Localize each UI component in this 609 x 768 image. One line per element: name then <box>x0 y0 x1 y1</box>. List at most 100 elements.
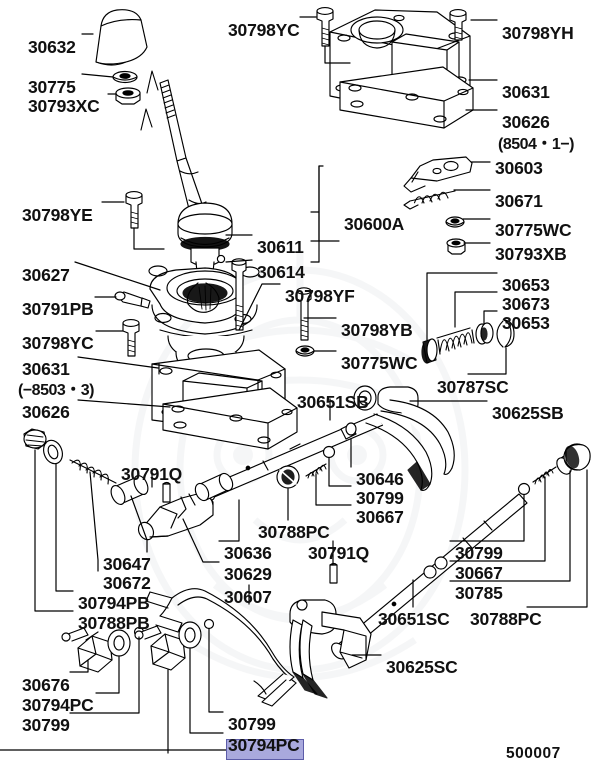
part-label-30667[interactable]: 30667 <box>356 507 404 527</box>
part-label-30799[interactable]: 30799 <box>455 543 503 563</box>
part-30611-retainer <box>177 202 233 252</box>
part-30794PB-washer <box>43 439 63 465</box>
part-30646-pin <box>340 422 357 440</box>
part-label-30626[interactable]: 30626 <box>22 402 70 422</box>
part-30626-gasket-upper <box>339 66 474 129</box>
part-label-30632[interactable]: 30632 <box>28 37 76 57</box>
part-label-85033[interactable]: (−8503・3) <box>18 382 95 399</box>
part-30775-washer <box>112 70 138 84</box>
part-30798YH-bolt <box>449 9 467 41</box>
part-label-30799[interactable]: 30799 <box>22 715 70 735</box>
part-30799-ball-b <box>517 482 531 496</box>
part-30625SC-fork <box>289 599 372 699</box>
part-label-30791PB[interactable]: 30791PB <box>22 299 94 319</box>
part-label-30603[interactable]: 30603 <box>495 158 543 178</box>
part-30671-spring <box>403 190 456 210</box>
part-label-30646[interactable]: 30646 <box>356 469 404 489</box>
part-label-30787SC[interactable]: 30787SC <box>437 377 509 397</box>
part-30794PC-washer-right <box>178 621 202 649</box>
part-label-30798YF[interactable]: 30798YF <box>285 286 355 306</box>
part-30607-control-rod <box>145 588 297 707</box>
part-label-30794PC[interactable]: 30794PC <box>22 695 94 715</box>
leader-lines <box>0 16 588 754</box>
part-label-30794PB[interactable]: 30794PB <box>78 593 150 613</box>
part-30673-spring <box>436 327 475 355</box>
part-label-85041[interactable]: (8504・1−) <box>498 136 575 153</box>
part-label-30775[interactable]: 30775 <box>28 77 76 97</box>
part-label-30794PC[interactable]: 30794PC <box>228 735 300 755</box>
part-30636-sleeve <box>194 472 234 502</box>
part-30791Q-pin-right <box>329 562 338 584</box>
part-label-30785[interactable]: 30785 <box>455 583 503 603</box>
part-label-30673[interactable]: 30673 <box>502 294 550 314</box>
part-label-30625SC[interactable]: 30625SC <box>386 657 458 677</box>
part-30791PB-pin <box>114 291 151 309</box>
part-30798YC-bolt-top <box>316 7 334 47</box>
part-30775WC-washer-upper <box>445 216 465 228</box>
part-30647-sleeve <box>110 475 149 505</box>
part-label-30798YC[interactable]: 30798YC <box>22 333 94 353</box>
part-30788PB-nut <box>23 428 47 450</box>
part-label-30798YB[interactable]: 30798YB <box>341 320 413 340</box>
part-30794PC-washer-left <box>107 629 131 657</box>
part-label-30798YC[interactable]: 30798YC <box>228 20 300 40</box>
part-30775WC-washer-lower <box>295 345 315 357</box>
part-30798YE-bolt <box>125 191 143 229</box>
part-30632-knob <box>95 9 148 66</box>
part-label-30651SC[interactable]: 30651SC <box>378 609 450 629</box>
part-label-30667[interactable]: 30667 <box>455 563 503 583</box>
part-label-30671[interactable]: 30671 <box>495 191 543 211</box>
part-label-30614[interactable]: 30614 <box>257 262 305 282</box>
part-label-30793XC[interactable]: 30793XC <box>28 96 100 116</box>
part-30626-gasket-lower <box>162 387 298 450</box>
part-label-30626[interactable]: 30626 <box>502 112 550 132</box>
part-label-30788PC[interactable]: 30788PC <box>470 609 542 629</box>
part-label-30629[interactable]: 30629 <box>224 564 272 584</box>
part-30798YF-bolt <box>231 258 247 331</box>
part-label-30611[interactable]: 30611 <box>257 237 304 257</box>
part-label-30788PB[interactable]: 30788PB <box>78 613 150 633</box>
selected-part-highlight[interactable] <box>226 739 304 760</box>
part-label-30798YE[interactable]: 30798YE <box>22 205 93 225</box>
part-30603-lever <box>403 156 473 193</box>
part-label-30793XB[interactable]: 30793XB <box>495 244 567 264</box>
part-label-30791Q[interactable]: 30791Q <box>121 464 183 484</box>
part-label-30627[interactable]: 30627 <box>22 265 70 285</box>
part-30627-housing <box>148 265 260 338</box>
part-label-30791Q[interactable]: 30791Q <box>308 543 370 563</box>
part-30793XB-nut <box>446 238 466 255</box>
part-label-30788PC[interactable]: 30788PC <box>258 522 330 542</box>
part-label-30600A[interactable]: 30600A <box>344 214 405 234</box>
figure-id: 500007 <box>506 745 561 762</box>
part-label-30775WC[interactable]: 30775WC <box>341 353 418 373</box>
part-30653-washer-right <box>475 322 494 345</box>
part-label-30676[interactable]: 30676 <box>22 675 70 695</box>
part-30788PC-bush-a <box>276 465 300 489</box>
part-label-30636[interactable]: 30636 <box>224 543 272 563</box>
part-30798YB-bolt <box>296 287 312 341</box>
part-label-30653[interactable]: 30653 <box>502 275 550 295</box>
part-label-30775WC[interactable]: 30775WC <box>495 220 572 240</box>
part-label-30653[interactable]: 30653 <box>502 313 550 333</box>
part-30667-spring-a <box>305 463 327 479</box>
part-30791Q-pin-left <box>162 481 171 503</box>
part-label-30647[interactable]: 30647 <box>103 554 151 574</box>
part-30787SC-snapring <box>496 319 515 348</box>
part-30653-washer-left <box>421 338 438 364</box>
part-30672-spring <box>69 459 117 485</box>
part-label-30798YH[interactable]: 30798YH <box>502 23 574 43</box>
part-label-30631[interactable]: 30631 <box>22 359 70 379</box>
part-label-30607[interactable]: 30607 <box>224 587 272 607</box>
part-label-30631[interactable]: 30631 <box>502 82 550 102</box>
part-label-30799[interactable]: 30799 <box>228 714 276 734</box>
part-label-30799[interactable]: 30799 <box>356 488 404 508</box>
part-label-30651SB[interactable]: 30651SB <box>297 392 369 412</box>
part-30625SB-fork <box>353 385 455 491</box>
part-label-30625SB[interactable]: 30625SB <box>492 403 564 423</box>
part-30676-switch-left <box>61 627 113 673</box>
part-switch-right <box>134 625 186 671</box>
part-label-30672[interactable]: 30672 <box>103 573 151 593</box>
part-30798YC-bolt-lower <box>122 319 140 357</box>
